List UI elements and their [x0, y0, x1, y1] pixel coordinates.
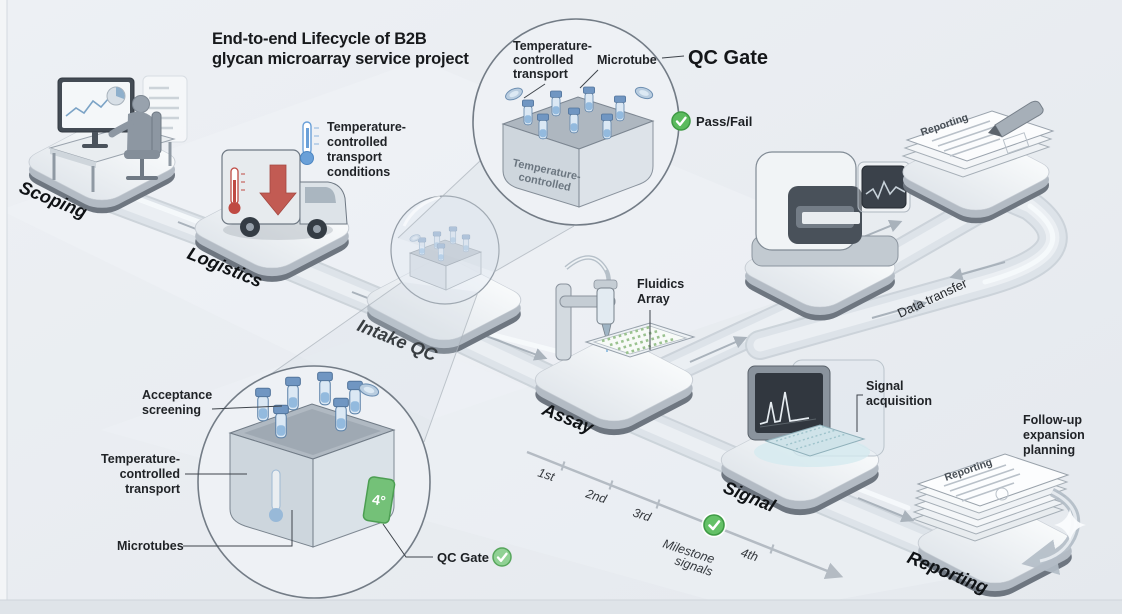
bottom-transport-label-line3: transport — [125, 482, 181, 496]
top-transport-label-line3: transport — [513, 67, 569, 81]
microtube-leader — [579, 69, 599, 89]
signal-monitor — [747, 365, 831, 441]
syringe-barrel — [596, 287, 615, 325]
callout-top-qc-gate: Temperature- controlled Temperature- con… — [472, 18, 768, 226]
document-text-lines-bottom — [943, 464, 1021, 502]
delivery-truck — [221, 149, 348, 239]
road-streak-curve — [982, 203, 1056, 285]
timeline-axis — [526, 450, 844, 579]
logistics-note-line3: transport — [327, 150, 383, 164]
thermometer-blue-icon — [300, 121, 319, 165]
bottom-qc-gate-check-icon — [492, 547, 512, 567]
thermometer-red-icon — [228, 167, 245, 214]
data-transfer-arrow-up — [871, 299, 928, 319]
pass-fail-label: Pass/Fail — [696, 114, 752, 129]
data-transfer-arrow-down — [949, 261, 1006, 281]
scanner-tray — [802, 212, 860, 224]
callout-bottom-qc-gate: 4° Acceptance screening Temperature- con… — [101, 365, 512, 599]
sparkle-icon — [1054, 509, 1086, 541]
signal-acquisition-leader — [856, 394, 863, 432]
thermometer-inside-box — [269, 469, 283, 522]
report-document-stack-top: Reporting — [901, 100, 1055, 178]
truck-window — [305, 187, 336, 203]
signal-plate — [764, 424, 866, 457]
down-arrow-icon — [259, 164, 297, 216]
intake-sample-box — [408, 226, 483, 291]
left-edge-strip — [0, 0, 7, 614]
report-document-stack-bottom: Reporting — [911, 453, 1081, 575]
milestone-label-1st: 1st — [536, 466, 557, 485]
temperature-badge-text: 4° — [371, 491, 387, 509]
desk-legs — [52, 142, 172, 192]
stage-logistics: Temperature- controlled transport condit… — [185, 120, 406, 291]
qc-gate-leader — [661, 55, 685, 59]
acceptance-label-line1: Acceptance — [142, 388, 212, 402]
desk-edge — [50, 148, 96, 168]
dome-highlight — [402, 195, 441, 227]
intake-dome — [390, 195, 500, 305]
temperature-badge: 4° — [362, 476, 396, 524]
followup-line3: planning — [1023, 443, 1075, 457]
title-line2: glycan microarray service project — [212, 50, 469, 68]
top-transport-label-line2: controlled — [513, 53, 573, 67]
road-arrow-4 — [689, 336, 748, 363]
diagram-title: End-to-end Lifecycle of B2B glycan micro… — [212, 30, 470, 68]
stage-signal: Signal acquisition Signal — [710, 359, 932, 522]
pen-icon — [988, 100, 1044, 138]
top-transport-label-line1: Temperature- — [513, 39, 592, 53]
reporting-top-station: Reporting — [892, 100, 1060, 229]
bottom-transport-label-line2: controlled — [120, 467, 180, 481]
callout-top-box: Temperature- controlled — [501, 84, 655, 208]
timeline-tick-3 — [655, 499, 661, 509]
logistics-note-line2: controlled — [327, 135, 387, 149]
scoping-monitor — [57, 77, 135, 148]
acceptance-label-line2: screening — [142, 403, 201, 417]
microtube-label: Microtube — [597, 53, 657, 67]
signal-acquisition-line2: acquisition — [866, 394, 932, 408]
milestone-timeline: 1st 2nd 3rd 4th Milestone signals — [526, 450, 844, 579]
timeline-tick-1 — [560, 461, 566, 471]
bottom-edge-strip — [0, 600, 1122, 614]
callout-bottom-box: 4° — [228, 371, 396, 548]
milestone-label-4th: 4th — [739, 546, 760, 565]
chair-back — [151, 111, 162, 155]
bottom-transport-label-line1: Temperature- — [101, 452, 180, 466]
acceptance-leader — [211, 405, 283, 410]
bottom-qc-gate-leader — [382, 523, 433, 558]
transport-leader — [523, 83, 546, 99]
road-arrow-6 — [857, 497, 915, 523]
scanner-screen — [861, 165, 907, 209]
chair-seat — [124, 150, 160, 159]
followup-line1: Follow-up — [1023, 413, 1082, 427]
signal-trace — [759, 391, 810, 425]
scanner-station — [734, 151, 911, 327]
bottom-qc-gate-label: QC Gate — [437, 550, 489, 565]
milestone-check-icon — [701, 512, 727, 538]
dashboard-line-chart — [65, 97, 110, 117]
title-line1: End-to-end Lifecycle of B2B — [212, 30, 427, 48]
microtubes-label: Microtubes — [117, 539, 184, 553]
document-table-block — [1002, 132, 1030, 154]
syringe-nozzle — [601, 323, 612, 343]
signal-acquisition-line1: Signal — [866, 379, 904, 393]
fluidics-label-line1: Fluidics — [637, 277, 684, 291]
pass-fail-check-icon — [671, 111, 691, 131]
milestone-label-2nd: 2nd — [583, 486, 609, 506]
person-at-desk — [108, 95, 162, 180]
timeline-tick-2 — [608, 480, 614, 490]
followup-line2: expansion — [1023, 428, 1085, 442]
qc-gate-heading: QC Gate — [688, 47, 768, 69]
logistics-note-line4: conditions — [327, 165, 390, 179]
milestone-label-3rd: 3rd — [631, 506, 654, 525]
cone-top-fill — [398, 160, 574, 272]
logistics-note-line1: Temperature- — [327, 120, 406, 134]
microtubes-leader — [183, 510, 293, 547]
fluidics-label-line2: Array — [637, 292, 670, 306]
timeline-tick-4 — [769, 544, 775, 554]
document-stamp — [995, 487, 1009, 501]
stage-reporting: Reporting Follow-up expansion planning R… — [905, 413, 1086, 603]
scanner-waveform — [865, 180, 906, 200]
stage-assay: Fluidics Array Assay — [524, 255, 704, 442]
